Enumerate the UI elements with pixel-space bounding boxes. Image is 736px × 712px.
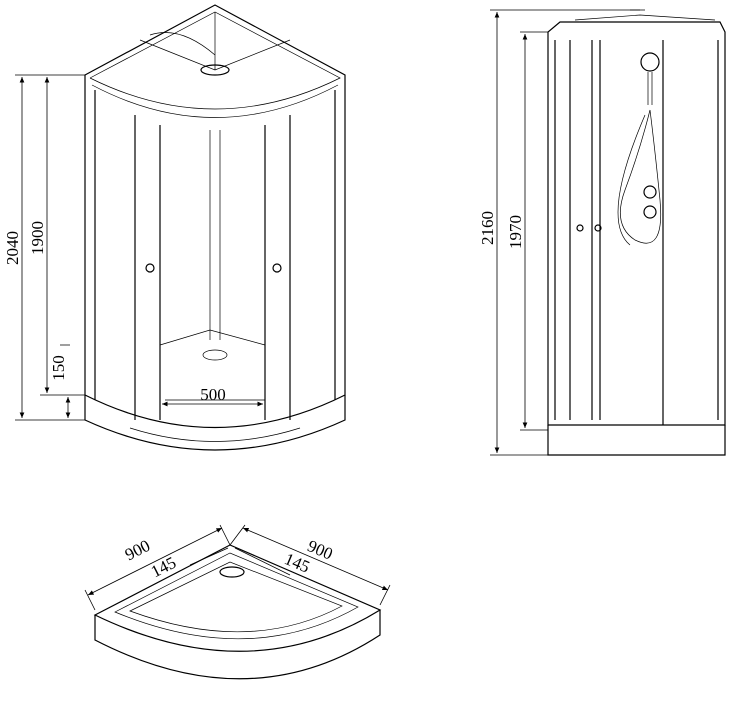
door-handle-right-icon bbox=[272, 263, 282, 273]
dim-door-opening: 500 bbox=[200, 385, 226, 404]
dim-tray-width-left: 900 bbox=[122, 536, 153, 565]
door-handle-icon bbox=[576, 224, 584, 232]
dim-side-total-height: 2160 bbox=[478, 211, 497, 245]
tray-view: 900 145 900 145 bbox=[84, 524, 391, 680]
door-handle-left-icon bbox=[145, 263, 155, 273]
dim-side-wall-height: 1970 bbox=[506, 215, 525, 249]
front-view: 2040 1900 150 500 bbox=[3, 4, 346, 451]
dim-total-height: 2040 bbox=[3, 231, 22, 265]
dim-tray-height: 150 bbox=[49, 355, 68, 381]
side-view: 2160 1970 bbox=[478, 9, 726, 456]
shower-head-icon bbox=[640, 52, 660, 72]
drain-icon bbox=[219, 566, 245, 578]
dim-door-height: 1900 bbox=[28, 221, 47, 255]
dim-tray-edge-left: 145 bbox=[148, 553, 179, 582]
